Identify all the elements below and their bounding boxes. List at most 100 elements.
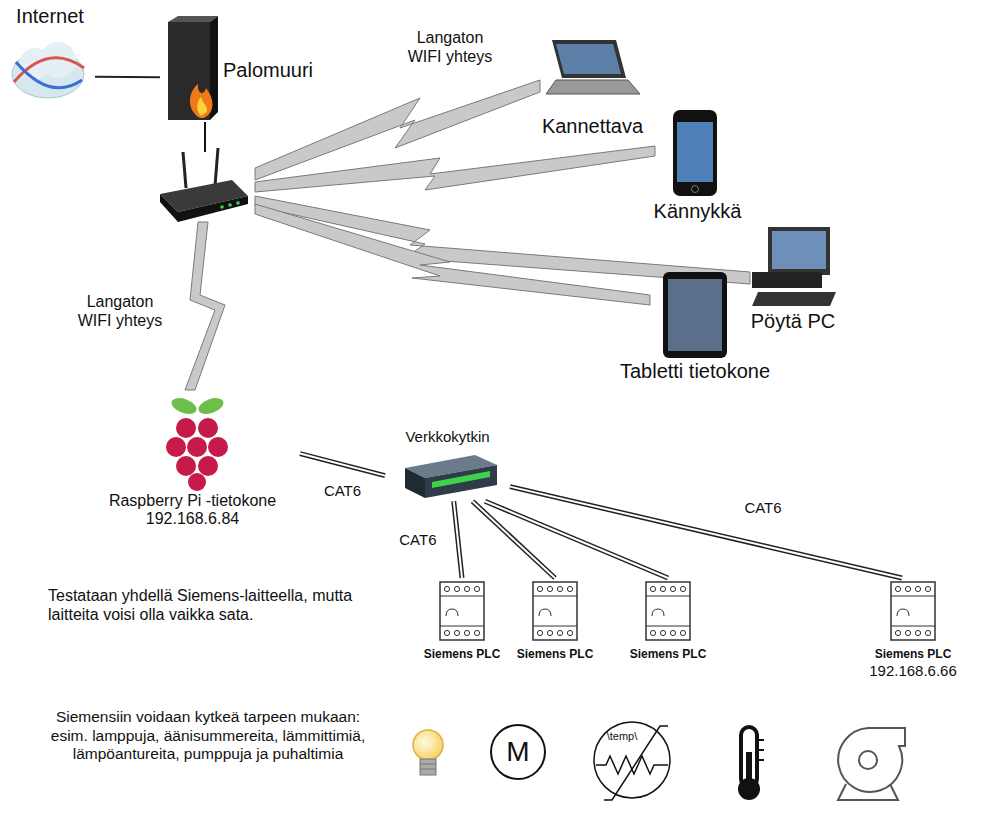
switch-icon	[425, 465, 497, 498]
device-label: Internet	[16, 5, 84, 28]
device-node: Internet	[5, 5, 95, 106]
icon-area	[673, 108, 723, 200]
switch-icon	[405, 455, 497, 498]
cable-label: CAT6	[396, 531, 439, 548]
lamp-symbol	[420, 764, 436, 765]
device-node: Verkkokytkin	[385, 428, 510, 501]
cat6-cable	[510, 487, 902, 578]
device-node: Siemens PLC	[407, 578, 517, 662]
firewall-icon	[168, 16, 218, 22]
device-node: Kännykkä	[640, 108, 755, 223]
connector-line	[95, 76, 160, 79]
device-label: Pöytä PC	[751, 310, 835, 333]
icon-area	[160, 18, 215, 122]
raspberry-pi-icon	[198, 456, 218, 476]
phone-icon	[692, 186, 699, 193]
connector-line	[300, 454, 385, 476]
motor-symbol	[491, 725, 545, 779]
tablet-icon	[663, 272, 727, 358]
note-text: Testataan yhdellä Siemens-laitteella, mu…	[48, 586, 370, 624]
raspberry-pi-icon	[176, 418, 196, 438]
firewall-router-wire	[204, 122, 206, 152]
icon-area	[439, 578, 485, 648]
device-label: Siemens PLC	[424, 648, 501, 662]
device-node: Kannettava	[525, 35, 660, 138]
thermometer-symbol	[757, 739, 764, 741]
icon-area	[748, 222, 838, 310]
laptop-icon	[552, 40, 626, 78]
blower-symbol	[859, 751, 877, 769]
connector-line	[485, 501, 668, 578]
device-label: Siemens PLC	[875, 648, 952, 662]
lamp-symbol	[420, 769, 436, 770]
icon-area	[660, 268, 730, 360]
router-icon	[220, 205, 224, 209]
plc-icon	[440, 582, 935, 640]
icon-area	[400, 445, 495, 501]
wifi-bolt	[255, 204, 650, 305]
router-icon	[215, 148, 218, 186]
plc-icon	[891, 582, 935, 640]
tablet-icon	[668, 279, 722, 351]
device-label: Siemens PLC	[630, 648, 707, 662]
switch-icon	[405, 468, 425, 498]
wifi-bolt	[255, 146, 655, 192]
thermometer-symbol	[746, 752, 752, 786]
raspberry-pi-icon	[188, 473, 206, 491]
ip-address: 192.168.6.66	[869, 662, 957, 679]
desktop-icon	[752, 292, 836, 306]
thermometer-symbol	[738, 727, 764, 800]
blower-symbol	[838, 784, 898, 800]
lamp-symbol	[413, 730, 443, 775]
phone-icon	[677, 122, 713, 182]
router-icon	[160, 148, 248, 222]
wifi-bolt	[185, 222, 225, 390]
cat6-cable	[300, 454, 385, 476]
connector-line	[454, 501, 462, 578]
connector-core	[485, 501, 668, 578]
plc-icon	[440, 582, 484, 640]
firewall-icon	[168, 22, 210, 120]
device-node: Tabletti tietokone	[600, 268, 790, 383]
cat6-cable	[454, 501, 462, 578]
desktop-icon	[752, 227, 836, 306]
ip-address: 192.168.6.84	[146, 510, 239, 528]
connector-core	[454, 501, 462, 578]
device-label: Palomuuri	[223, 59, 313, 82]
laptop-icon	[546, 80, 640, 94]
device-label: Kannettava	[542, 115, 643, 138]
firewall-icon	[197, 97, 207, 116]
connector-line	[510, 487, 902, 578]
device-node: Palomuuri	[160, 18, 340, 122]
router-icon	[236, 201, 240, 205]
device-label: Verkkokytkin	[405, 428, 489, 445]
phone-icon	[673, 110, 717, 196]
raspberry-pi-icon	[166, 395, 228, 491]
plc-icon	[646, 582, 690, 640]
heater-symbol	[594, 722, 670, 800]
device-label: Kännykkä	[654, 200, 742, 223]
device-label: Tabletti tietokone	[620, 360, 770, 383]
motor-symbol	[491, 725, 545, 779]
motor-letter: M	[506, 735, 529, 769]
cat6-cable	[485, 501, 668, 578]
router-icon	[160, 194, 248, 222]
thermometer-symbol	[741, 727, 757, 787]
wifi-label: Langaton WIFI yhteys	[70, 292, 170, 330]
raspberry-pi-icon	[166, 437, 186, 457]
raspberry-pi-icon	[187, 437, 207, 457]
device-label: Siemens PLC	[517, 648, 594, 662]
device-node: Siemens PLC	[500, 578, 610, 662]
tablet-icon	[663, 272, 727, 358]
desktop-icon	[768, 227, 830, 275]
heater-symbol	[594, 722, 670, 798]
heater-label: \temp\	[607, 730, 638, 743]
lamp-symbol	[420, 759, 436, 775]
connector-core	[300, 454, 385, 476]
internet-cloud	[16, 62, 82, 88]
icon-area	[543, 35, 643, 115]
raspberry-pi-icon	[176, 456, 196, 476]
raspberry-pi-icon	[208, 437, 228, 457]
cable-label: CAT6	[741, 500, 784, 517]
note-text: Siemensiin voidaan kytkeä tarpeen mukaan…	[38, 708, 378, 764]
